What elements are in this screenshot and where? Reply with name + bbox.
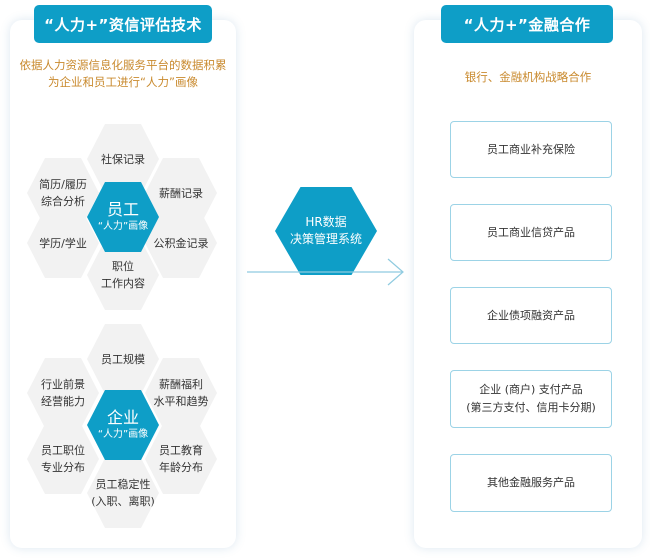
product-employee-credit: 员工商业信贷产品 bbox=[450, 204, 612, 261]
product-employee-insurance: 员工商业补充保险 bbox=[450, 121, 612, 178]
right-subtitle: 银行、金融机构战略合作 bbox=[464, 70, 592, 84]
hex-label: 行业前景 bbox=[41, 378, 85, 391]
left-subtitle-line2: 为企业和员工进行“人力”画像 bbox=[48, 75, 198, 89]
right-header: “人力+”金融合作 bbox=[441, 5, 613, 43]
hex-center-title: 员工 bbox=[106, 200, 139, 219]
product-other-financial: 其他金融服务产品 bbox=[450, 454, 612, 512]
hex-label: 薪酬记录 bbox=[159, 186, 203, 200]
product-enterprise-payment: 企业 (商户) 支付产品 (第三方支付、信用卡分期) bbox=[450, 370, 612, 428]
product-label: 员工商业信贷产品 bbox=[487, 225, 575, 239]
product-label-detail: (第三方支付、信用卡分期) bbox=[466, 401, 596, 414]
left-panel: “人力+”资信评估技术 依据人力资源信息化服务平台的数据积累 为企业和员工进行“… bbox=[10, 5, 236, 548]
hex-label: 经营能力 bbox=[41, 395, 85, 408]
hex-label: 员工规模 bbox=[101, 352, 145, 366]
hr-system-line2: 决策管理系统 bbox=[289, 232, 362, 246]
hex-label: 水平和趋势 bbox=[153, 395, 209, 408]
product-label: 企业 (商户) 支付产品 bbox=[479, 383, 583, 396]
product-label: 员工商业补充保险 bbox=[487, 142, 575, 156]
hex-label: 学历/学业 bbox=[39, 236, 87, 250]
hex-label: (入职、离职) bbox=[91, 495, 155, 508]
hex-center-subtitle: “人力”画像 bbox=[97, 429, 149, 440]
hex-employee-resume: 简历/履历 综合分析 bbox=[27, 158, 99, 228]
product-enterprise-debt-financing: 企业债项融资产品 bbox=[450, 287, 612, 344]
hex-label: 社保记录 bbox=[101, 152, 145, 166]
hex-label: 薪酬福利 bbox=[159, 378, 203, 391]
left-subtitle-line1: 依据人力资源信息化服务平台的数据积累 bbox=[19, 58, 227, 72]
hex-label: 专业分布 bbox=[41, 461, 85, 474]
product-label: 企业债项融资产品 bbox=[487, 308, 575, 322]
arrow-head bbox=[387, 258, 404, 286]
hr-system-hexagon: HR数据 决策管理系统 bbox=[275, 187, 377, 275]
hex-label: 综合分析 bbox=[41, 195, 85, 208]
hex-label: 员工职位 bbox=[41, 444, 85, 457]
hex-label: 公积金记录 bbox=[153, 236, 209, 250]
hex-label: 年龄分布 bbox=[159, 461, 203, 474]
hex-label: 简历/履历 bbox=[39, 178, 87, 191]
left-header: “人力+”资信评估技术 bbox=[34, 5, 212, 43]
product-label: 其他金融服务产品 bbox=[487, 476, 575, 489]
hex-label: 工作内容 bbox=[101, 277, 145, 290]
hex-label: 员工教育 bbox=[159, 444, 203, 457]
hex-label: 员工稳定性 bbox=[95, 478, 151, 491]
right-panel: “人力+”金融合作 银行、金融机构战略合作 员工商业补充保险 员工商业信贷产品 … bbox=[414, 5, 642, 548]
hex-center-subtitle: “人力”画像 bbox=[97, 221, 149, 232]
hex-label: 职位 bbox=[112, 260, 134, 273]
hex-center-title: 企业 bbox=[106, 408, 139, 427]
hex-employee-center: 员工 “人力”画像 bbox=[87, 182, 159, 252]
hr-system-line1: HR数据 bbox=[305, 215, 347, 229]
